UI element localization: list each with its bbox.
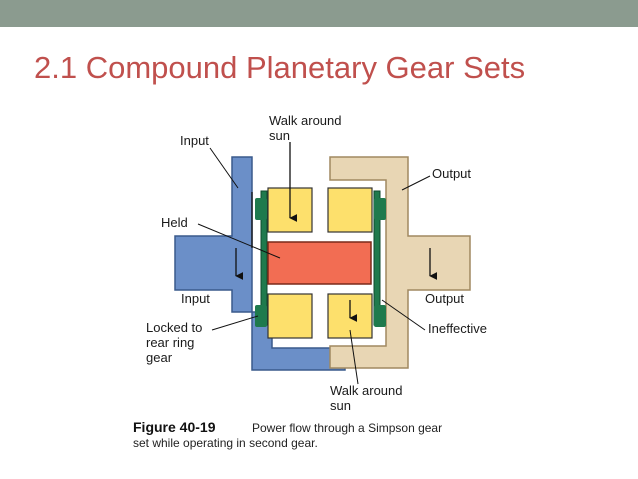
label-locked-2: rear ring <box>146 335 194 350</box>
top-bar <box>0 0 638 27</box>
label-locked-3: gear <box>146 350 173 365</box>
caption-line-2: set while operating in second gear. <box>133 436 318 450</box>
label-ineffective: Ineffective <box>428 321 487 336</box>
carrier-hub-top-right <box>374 198 386 220</box>
label-walk-around-sun-top-1: Walk around <box>269 113 342 128</box>
leader-held <box>197 223 281 259</box>
label-input-top: Input <box>180 133 209 148</box>
label-input-bottom: Input <box>181 291 210 306</box>
label-output-bottom: Output <box>425 291 464 306</box>
label-held: Held <box>161 215 188 230</box>
caption-line-1: Power flow through a Simpson gear <box>252 421 442 435</box>
leader-output-top <box>401 175 431 191</box>
slide-title: 2.1 Compound Planetary Gear Sets <box>34 50 526 85</box>
leader-ineffective <box>381 299 426 331</box>
carrier-hub-top-left <box>255 198 267 220</box>
label-walk-around-sun-bottom-1: Walk around <box>330 383 403 398</box>
leader-walk-bottom <box>349 329 359 385</box>
carrier-hub-bottom-left <box>255 305 267 327</box>
carrier-hub-bottom-right <box>374 305 386 327</box>
leader-input-top <box>209 147 239 189</box>
leader-locked <box>211 315 259 331</box>
label-walk-around-sun-top-2: sun <box>269 128 290 143</box>
figure-number: Figure 40-19 <box>133 419 216 435</box>
planet-gear-rear-top <box>327 187 373 233</box>
label-walk-around-sun-bottom-2: sun <box>330 398 351 413</box>
label-output-top: Output <box>432 166 471 181</box>
output-member <box>329 156 471 369</box>
sun-gear <box>267 241 372 285</box>
label-locked-1: Locked to <box>146 320 202 335</box>
planet-gear-front-bottom <box>267 293 313 339</box>
